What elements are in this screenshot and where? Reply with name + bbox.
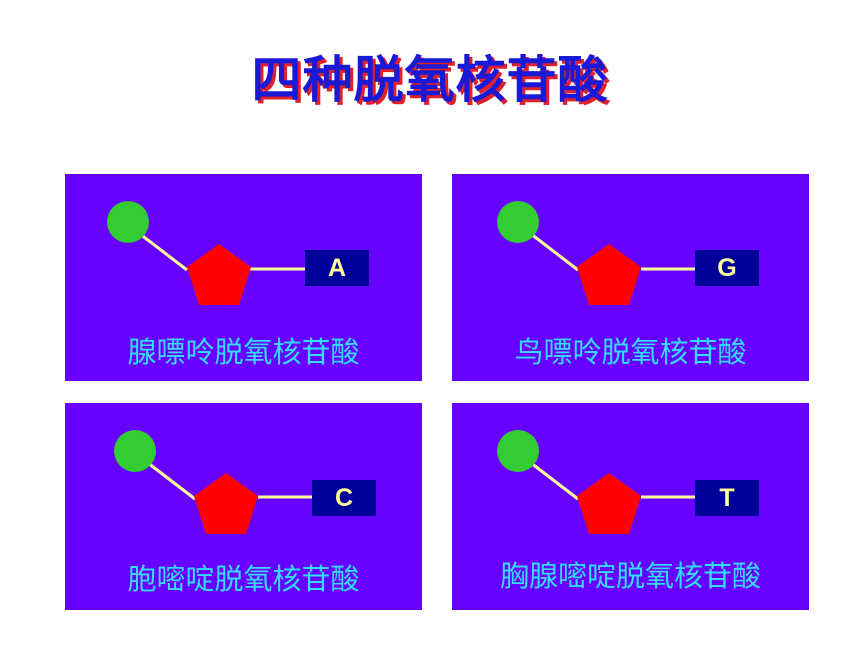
nucleotide-panel-c: C 胞嘧啶脱氧核苷酸 <box>65 403 422 610</box>
nucleotide-label: 胞嘧啶脱氧核苷酸 <box>127 562 360 596</box>
deoxyribose-pentagon <box>194 473 258 534</box>
nucleotide-panel-a: A 腺嘌呤脱氧核苷酸 <box>65 174 422 381</box>
base-box: A <box>305 250 369 286</box>
deoxyribose-pentagon <box>577 473 641 534</box>
base-box: T <box>695 480 759 516</box>
deoxyribose-pentagon <box>577 244 641 305</box>
phosphate-circle <box>114 430 156 472</box>
nucleotide-panel-t: T 胸腺嘧啶脱氧核苷酸 <box>452 403 809 610</box>
nucleotide-diagram <box>497 430 695 534</box>
base-box: C <box>312 480 376 516</box>
nucleotide-diagram <box>497 201 695 305</box>
deoxyribose-pentagon <box>187 244 251 305</box>
nucleotide-label: 腺嘌呤脱氧核苷酸 <box>127 335 360 369</box>
phosphate-circle <box>107 201 149 243</box>
page-title: 四种脱氧核苷酸 <box>251 51 609 109</box>
phosphate-circle <box>497 201 539 243</box>
nucleotide-diagram <box>114 430 312 534</box>
nucleotide-panel-g: G 鸟嘌呤脱氧核苷酸 <box>452 174 809 381</box>
nucleotide-label: 胸腺嘧啶脱氧核苷酸 <box>499 559 761 593</box>
nucleotide-diagram <box>107 201 305 305</box>
phosphate-circle <box>497 430 539 472</box>
base-box: G <box>695 250 759 286</box>
nucleotide-label: 鸟嘌呤脱氧核苷酸 <box>514 335 747 369</box>
